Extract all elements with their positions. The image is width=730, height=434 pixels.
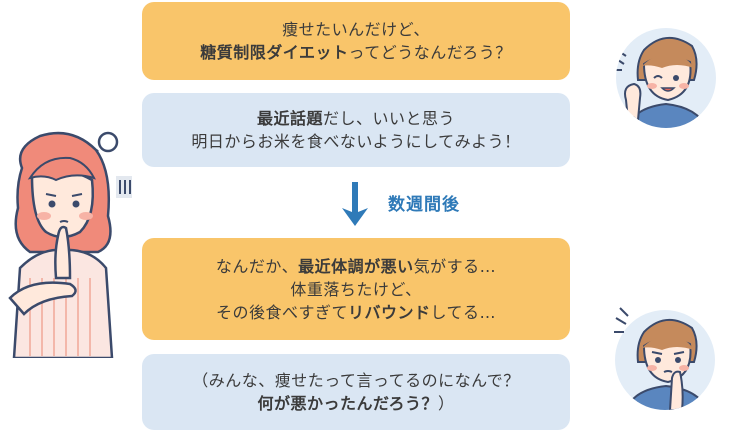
nurse-smiling-illustration bbox=[616, 28, 716, 128]
speech-bubble-4: （みんな、痩せたって言ってるのになんで？ 何が悪かったんだろう？） bbox=[142, 354, 570, 430]
bubble4-line2: 何が悪かったんだろう？） bbox=[257, 394, 455, 413]
bubble1-line1: 痩せたいんだけど、 bbox=[282, 20, 430, 39]
bubble2-line1: 最近話題だし、いいと思う bbox=[256, 109, 456, 128]
speech-bubble-1: 痩せたいんだけど、 糖質制限ダイエットってどうなんだろう？ bbox=[142, 2, 570, 80]
speech-bubble-3: なんだか、最近体調が悪い気がする… 体重落ちたけど、 その後食べすぎてリバウンド… bbox=[142, 238, 570, 340]
time-passed-label: 数週間後 bbox=[388, 195, 460, 215]
woman-thinking-illustration bbox=[8, 131, 132, 358]
bubble1-line2: 糖質制限ダイエットってどうなんだろう？ bbox=[200, 43, 512, 62]
bubble4-line1: （みんな、痩せたって言ってるのになんで？ bbox=[192, 371, 520, 390]
bubble3-line1: なんだか、最近体調が悪い気がする… bbox=[215, 256, 497, 276]
bubble3-line3: その後食べすぎてリバウンドしてる… bbox=[215, 302, 497, 322]
speech-bubble-2: 最近話題だし、いいと思う 明日からお米を食べないようにしてみよう！ bbox=[142, 93, 570, 167]
nurse-worried-illustration bbox=[614, 307, 715, 410]
bubble2-line2: 明日からお米を食べないようにしてみよう！ bbox=[191, 132, 521, 151]
down-arrow-icon bbox=[342, 182, 368, 226]
bubble3-line2: 体重落ちたけど、 bbox=[290, 279, 422, 299]
